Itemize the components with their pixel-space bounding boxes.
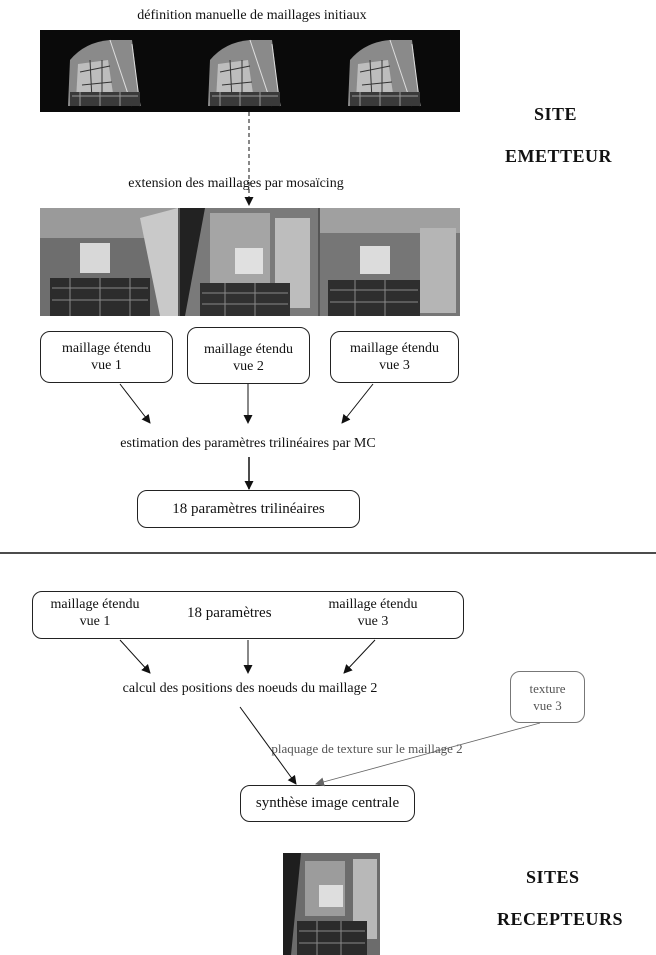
- receiver-sites-label-line2: RECEPTEURS: [497, 909, 624, 929]
- group-right-mesh: maillage étendu vue 3: [318, 596, 428, 630]
- extended-mesh-view2-line1: maillage étendu: [203, 342, 294, 357]
- initial-mesh-image-row: [40, 30, 460, 112]
- arrow-calcul-to-synthesis: [239, 706, 297, 785]
- receiver-sites-label-line1: SITES: [526, 867, 580, 887]
- group-left-mesh-line1: maillage étendu: [50, 597, 140, 612]
- texture-view3-box: texture vue 3: [510, 671, 585, 723]
- extended-mesh-image-row: [40, 208, 460, 316]
- extended-mesh-image-2: [180, 208, 318, 316]
- central-image-synthesis-label: synthèse image centrale: [255, 795, 400, 811]
- group-parameters-label: 18 paramètres: [187, 605, 272, 621]
- initial-mesh-image-2: [208, 39, 281, 107]
- arrow-group-right-to-calcul: [343, 639, 376, 674]
- synthesized-central-image-art: [283, 853, 380, 955]
- step-initial-meshes-label: définition manuelle de maillages initiau…: [137, 8, 367, 23]
- synthesized-central-image: [283, 853, 380, 955]
- step-node-positions-label: calcul des positions des noeuds du maill…: [122, 681, 378, 696]
- extended-mesh-view3-line1: maillage étendu: [349, 341, 440, 356]
- extended-mesh-view3-box: maillage étendu vue 3: [330, 331, 459, 383]
- arrow-group-left-to-calcul: [119, 639, 151, 674]
- extended-mesh-image-1: [40, 208, 178, 316]
- extended-mesh-view1-box: maillage étendu vue 1: [40, 331, 173, 383]
- texture-view3-line1: texture: [529, 681, 566, 696]
- arrow-view3-to-estimation: [341, 383, 374, 424]
- trilinear-parameters-box: 18 paramètres trilinéaires: [137, 490, 360, 528]
- extended-mesh-view3-line2: vue 3: [379, 358, 410, 373]
- extended-mesh-view1-line1: maillage étendu: [61, 341, 152, 356]
- inputs-group-box: maillage étendu vue 1 18 paramètres mail…: [32, 591, 464, 639]
- initial-mesh-images: [68, 39, 421, 107]
- step-estimation-label: estimation des paramètres trilinéaires p…: [120, 436, 376, 451]
- trilinear-parameters-label: 18 paramètres trilinéaires: [172, 501, 325, 517]
- extended-mesh-view2-line2: vue 2: [233, 359, 264, 374]
- group-left-mesh: maillage étendu vue 1: [40, 596, 150, 630]
- group-left-mesh-line2: vue 1: [79, 614, 111, 629]
- extended-mesh-images: [40, 208, 460, 316]
- extended-mesh-image-3: [320, 208, 460, 316]
- arrow-texture-to-synthesis: [315, 722, 541, 787]
- initial-mesh-image-3: [348, 39, 421, 107]
- texture-view3-line2: vue 3: [533, 698, 562, 713]
- extended-mesh-view2-box: maillage étendu vue 2: [187, 327, 310, 384]
- arrow-view1-to-estimation: [119, 383, 151, 424]
- sender-site-label-line2: EMETTEUR: [505, 146, 613, 166]
- group-right-mesh-line1: maillage étendu: [328, 597, 418, 612]
- step-texture-mapping-label: plaquage de texture sur le maillage 2: [271, 741, 463, 756]
- sender-site-label-line1: SITE: [534, 104, 578, 124]
- initial-mesh-image-1: [68, 39, 141, 107]
- step-extension-label: extension des maillages par mosaïcing: [128, 176, 344, 191]
- central-image-synthesis-box: synthèse image centrale: [240, 785, 415, 822]
- group-right-mesh-line2: vue 3: [357, 614, 389, 629]
- extended-mesh-view1-line2: vue 1: [91, 358, 122, 373]
